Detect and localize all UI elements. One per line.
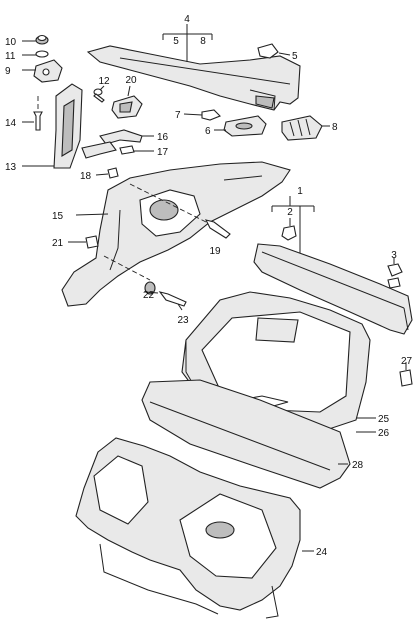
clip-18 (95, 167, 119, 179)
bracket-9 (22, 59, 63, 83)
callout-10: 10 (5, 37, 17, 48)
callout-20: 20 (125, 75, 137, 86)
callout-4: 4 (184, 14, 190, 25)
callout-17: 17 (157, 147, 169, 158)
side-trim-15 (61, 161, 291, 307)
clip-27 (399, 362, 413, 387)
callout-5: 5 (292, 51, 298, 62)
cover-20 (111, 85, 143, 119)
callout-25: 25 (378, 414, 390, 425)
pillar-trim-13 (22, 83, 83, 169)
handle-17 (81, 141, 154, 159)
callout-18: 18 (80, 171, 92, 182)
clip-2 (281, 218, 297, 241)
bolt-12 (93, 85, 105, 103)
callout-23: 23 (177, 315, 189, 326)
callout-6: 6 (205, 126, 211, 137)
callout-3: 3 (391, 250, 397, 261)
screw-14 (22, 96, 43, 131)
rear-trim-1 (253, 243, 413, 335)
callout-labels: 1 2 3 4 5 8 5 6 7 8 9 10 11 12 13 14 15 … (5, 14, 413, 558)
clip-3 (387, 258, 403, 289)
callout-14: 14 (5, 118, 17, 129)
upper-trim-panel (86, 45, 301, 111)
callout-22: 22 (143, 290, 155, 301)
callout-15: 15 (52, 211, 64, 222)
callout-7: 7 (175, 110, 181, 121)
group-label-5: 5 (173, 36, 179, 47)
floor-mat-28 (141, 379, 351, 489)
callout-24: 24 (316, 547, 328, 558)
washer-11 (22, 50, 49, 58)
callout-2: 2 (287, 207, 293, 218)
callout-8: 8 (332, 122, 338, 133)
clip-5 (257, 43, 291, 59)
callout-21: 21 (52, 238, 64, 249)
screw-23 (158, 291, 187, 311)
callout-11: 11 (5, 51, 16, 62)
group-bracket-4 (162, 24, 213, 62)
clip-21 (68, 235, 99, 249)
screw-19 (129, 183, 231, 239)
washer-10 (22, 34, 49, 45)
callout-26: 26 (378, 428, 390, 439)
clip-7 (183, 109, 221, 121)
callout-19: 19 (209, 246, 221, 257)
group-label-8: 8 (200, 36, 206, 47)
washer-22 (103, 255, 159, 295)
trunk-lining-24 (75, 437, 314, 619)
callout-13: 13 (5, 162, 17, 173)
callout-16: 16 (157, 132, 169, 143)
callout-28: 28 (352, 460, 364, 471)
callout-9: 9 (5, 66, 11, 77)
callout-12: 12 (98, 76, 110, 87)
cover-6 (214, 115, 267, 137)
grille-8 (281, 115, 330, 141)
callout-27: 27 (401, 356, 413, 367)
callout-1: 1 (297, 186, 303, 197)
